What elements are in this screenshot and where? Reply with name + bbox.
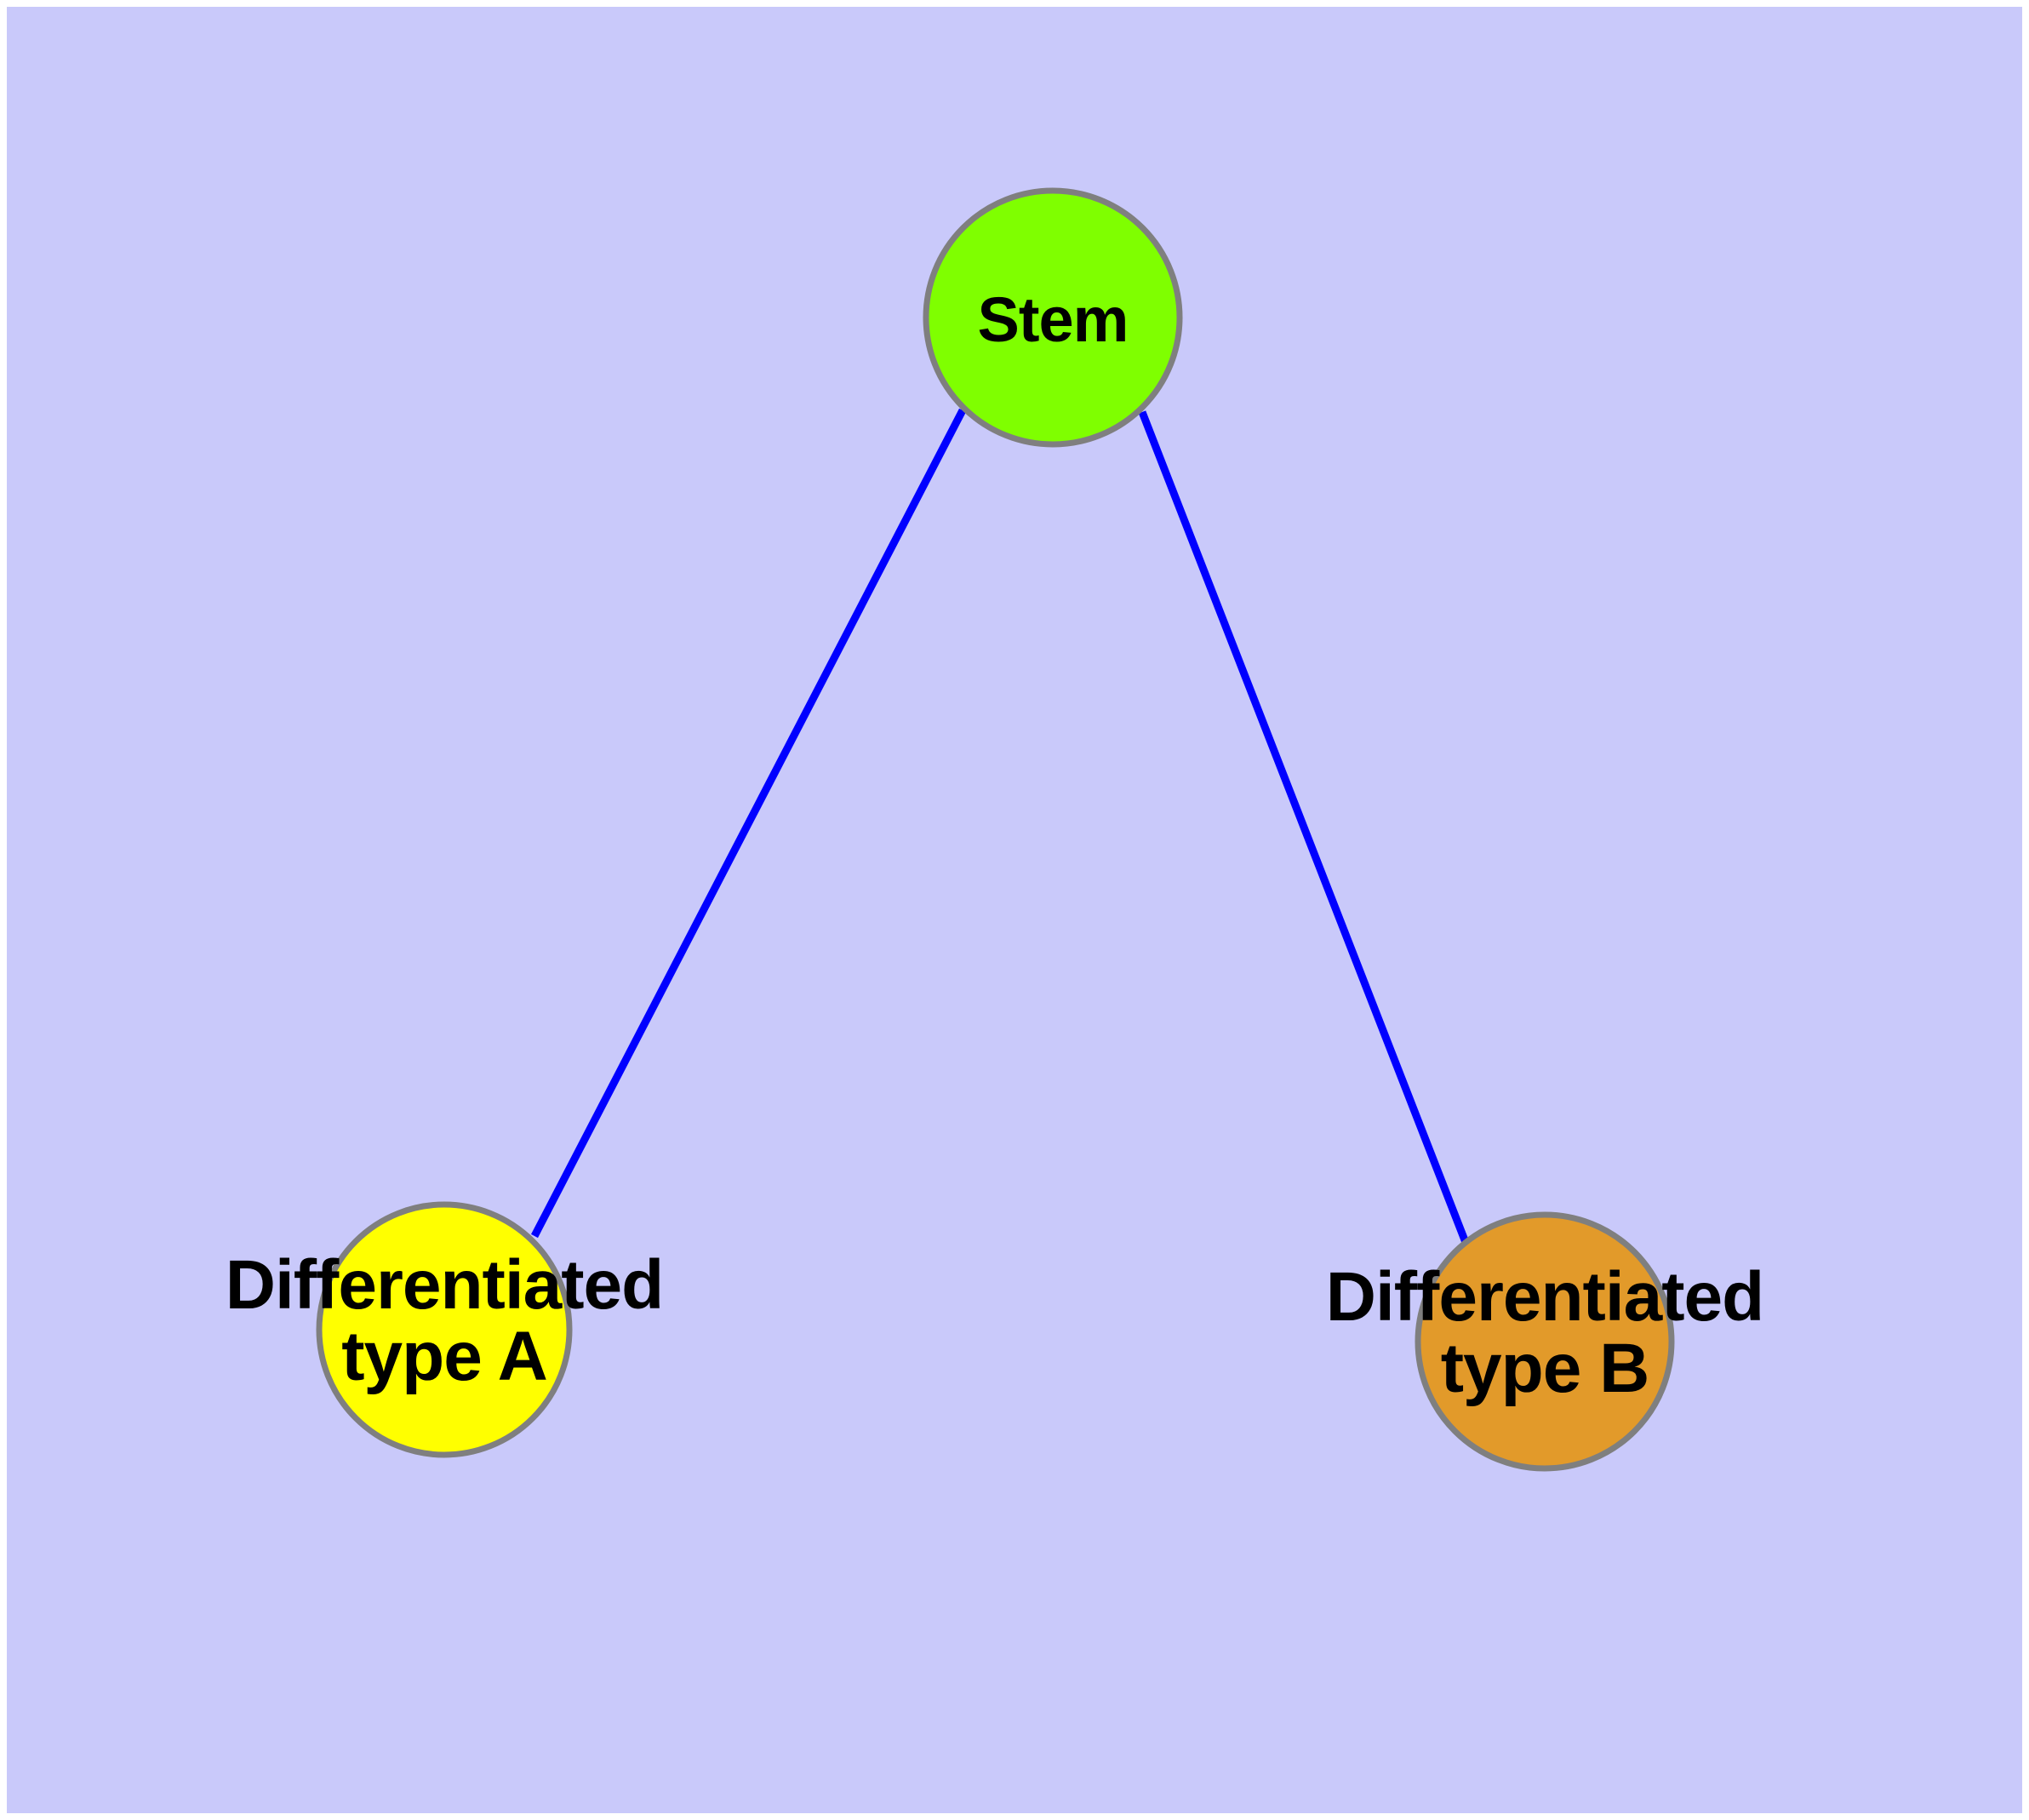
diagram-plot-area: Stem Differentiated type A Differentiate…: [7, 7, 2022, 1813]
edge-stem-diff-b[interactable]: [1138, 410, 1471, 1246]
node-stem[interactable]: [923, 187, 1183, 448]
node-differentiated-type-b[interactable]: [1415, 1211, 1675, 1472]
edge-layer: [531, 408, 1471, 1246]
graph-svg: [316, 187, 1675, 1472]
node-layer: [316, 187, 1675, 1472]
edge-stem-diff-a[interactable]: [531, 408, 966, 1239]
node-differentiated-type-a[interactable]: [316, 1201, 573, 1458]
